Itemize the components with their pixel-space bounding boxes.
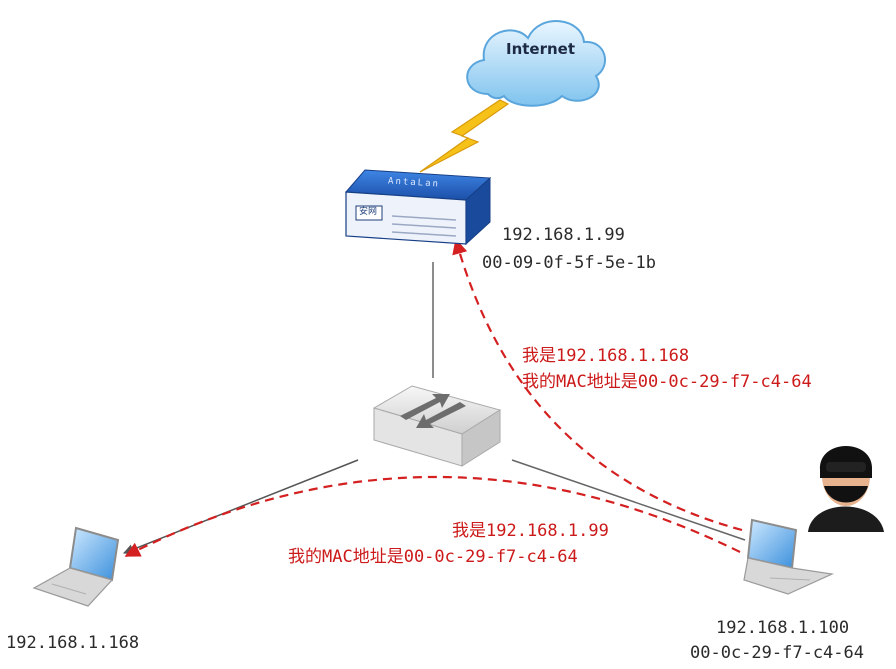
switch-victim-link bbox=[123, 459, 359, 555]
lightning-bolt-icon bbox=[419, 99, 510, 173]
spoof-victim-line1: 我是192.168.1.99 bbox=[452, 521, 609, 541]
spoof-gateway-line1: 我是192.168.1.168 bbox=[522, 346, 690, 366]
spoof-gateway-line2: 我的MAC地址是00-0c-29-f7-c4-64 bbox=[522, 372, 812, 392]
attacker-mac: 00-0c-29-f7-c4-64 bbox=[690, 643, 864, 663]
internet-label: Internet bbox=[506, 40, 576, 58]
router-panel-label: 安网 bbox=[359, 207, 378, 217]
hacker-icon bbox=[808, 446, 884, 532]
victim-laptop-icon bbox=[32, 526, 120, 607]
switch-icon bbox=[372, 385, 502, 467]
spoof-arrow-to-gateway bbox=[452, 238, 743, 532]
internet-cloud-icon bbox=[466, 20, 606, 107]
attacker-laptop-icon bbox=[743, 518, 835, 595]
router-mac: 00-09-0f-5f-5e-1b bbox=[482, 253, 656, 273]
victim-ip: 192.168.1.168 bbox=[6, 633, 140, 653]
attacker-ip: 192.168.1.100 bbox=[716, 618, 850, 638]
spoof-arrow-to-victim bbox=[124, 475, 741, 557]
spoof-victim-line2: 我的MAC地址是00-0c-29-f7-c4-64 bbox=[288, 547, 578, 567]
switch-attacker-link bbox=[511, 459, 746, 541]
router-icon bbox=[344, 169, 492, 246]
router-ip: 192.168.1.99 bbox=[502, 225, 625, 245]
